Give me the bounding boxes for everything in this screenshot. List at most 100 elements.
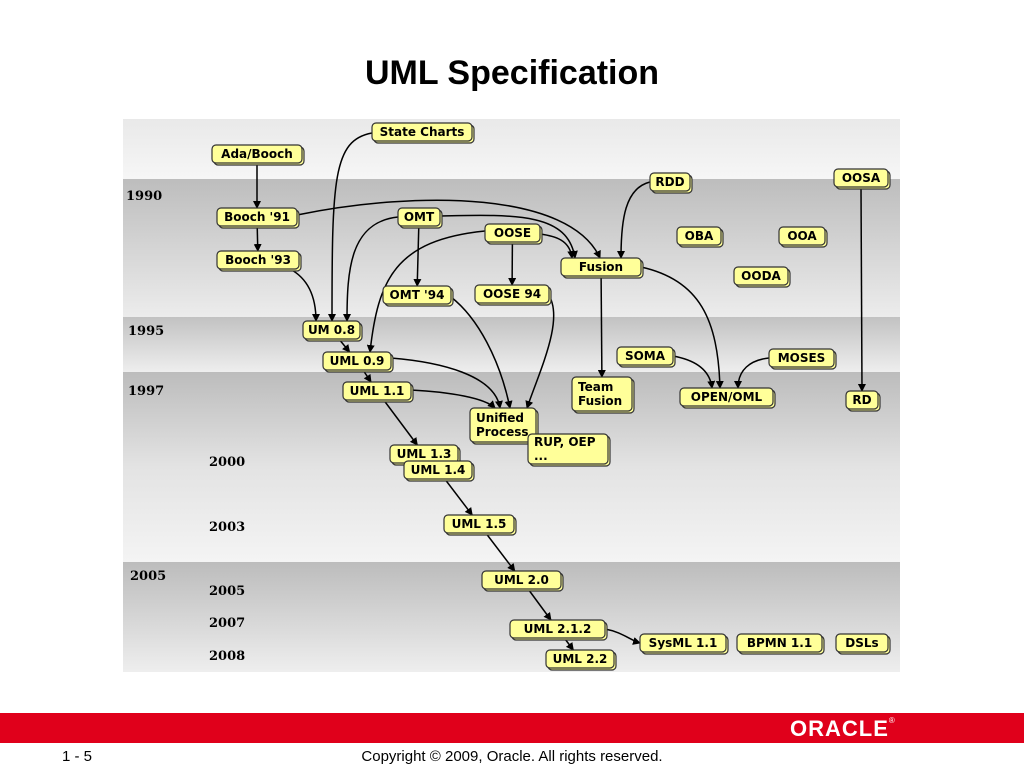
node-label: UML 0.9: [330, 354, 385, 368]
node-box: [649, 172, 691, 192]
node-box: [778, 226, 826, 246]
node-label: Process: [476, 425, 529, 439]
edge-oose-to-fusion: [539, 233, 576, 259]
edge-uml212-to-sysml: [604, 628, 641, 645]
node-box: [474, 284, 550, 304]
node-rup: RUP, OEP...: [527, 433, 611, 467]
edge-fusion-to-teamfusion: [597, 275, 606, 378]
node-box: [845, 390, 879, 410]
node-uml15: UML 1.5: [443, 514, 517, 536]
node-moses: MOSES: [768, 348, 837, 370]
edge-booch91-to-booch93: [253, 225, 262, 252]
node-oosa: OOSA: [833, 168, 891, 190]
node-booch91: Booch '91: [216, 207, 300, 229]
node-box: [736, 633, 823, 653]
year-label-y1990: 1990: [126, 189, 162, 204]
node-label: RDD: [655, 175, 684, 189]
edge-omt-to-um08: [343, 216, 399, 322]
node-label: OBA: [685, 229, 714, 243]
node-label: Booch '91: [224, 210, 290, 224]
node-statecharts: State Charts: [371, 122, 475, 144]
edge-uml11-to-unified: [410, 389, 496, 409]
node-label: UML 1.4: [411, 463, 466, 477]
node-label: Fusion: [579, 260, 623, 274]
node-box: [397, 207, 441, 227]
node-box: [676, 226, 722, 246]
node-label: UM 0.8: [308, 323, 355, 337]
node-label: MOSES: [778, 351, 826, 365]
node-booch93: Booch '93: [216, 250, 302, 272]
node-label: UML 1.1: [350, 384, 405, 398]
year-label-y2005a: 2005: [130, 569, 166, 584]
node-box: [371, 122, 473, 142]
node-label: UML 2.2: [553, 652, 608, 666]
node-box: [545, 649, 615, 669]
node-box: [216, 250, 300, 270]
node-label: OOSA: [842, 171, 881, 185]
node-label: OMT '94: [390, 288, 445, 302]
year-label-y2005b: 2005: [209, 584, 245, 599]
edge-oosa-to-rd: [857, 186, 866, 392]
node-box: [443, 514, 515, 534]
year-label-y1997: 1997: [128, 384, 164, 399]
node-uml13: UML 1.3: [389, 444, 461, 466]
edge-omt-to-omt94: [413, 225, 422, 287]
node-box: [639, 633, 727, 653]
node-box: [211, 144, 303, 164]
year-label-y2008: 2008: [209, 649, 245, 664]
node-box: [560, 257, 642, 277]
node-label: OOA: [787, 229, 817, 243]
year-label-y2007: 2007: [209, 616, 245, 631]
year-label-y1995: 1995: [128, 324, 164, 339]
node-box: [403, 460, 473, 480]
edge-omt94-to-unified: [450, 296, 513, 409]
node-label: Team: [578, 380, 613, 394]
oracle-logo: ORACLE®: [790, 716, 896, 742]
node-label: UML 2.0: [494, 573, 549, 587]
node-uml22: UML 2.2: [545, 649, 617, 671]
node-label: RD: [852, 393, 871, 407]
node-label: UML 2.1.2: [524, 622, 592, 636]
node-um08: UM 0.8: [302, 320, 363, 342]
node-ooa: OOA: [778, 226, 828, 248]
edge-uml11-to-uml13: [383, 399, 418, 446]
copyright-notice: Copyright © 2009, Oracle. All rights res…: [361, 748, 663, 765]
edge-soma-to-openoml: [672, 355, 716, 389]
node-label: OOSE 94: [483, 287, 541, 301]
node-ooda: OODA: [733, 266, 791, 288]
edge-statecharts-to-um08: [328, 132, 373, 322]
node-label: UML 1.5: [452, 517, 507, 531]
node-box: [322, 351, 392, 371]
edge-uml09-to-unified: [390, 357, 503, 409]
node-omt: OMT: [397, 207, 443, 229]
node-dsls: DSLs: [835, 633, 891, 655]
node-label: Ada/Booch: [221, 147, 293, 161]
node-box: [571, 376, 633, 412]
node-uml09: UML 0.9: [322, 351, 394, 373]
node-adabooch: Ada/Booch: [211, 144, 305, 166]
node-label: UML 1.3: [397, 447, 452, 461]
node-label: Booch '93: [225, 253, 291, 267]
edge-oose-to-uml09: [366, 230, 486, 353]
node-box: [342, 381, 412, 401]
edge-uml15-to-uml20: [485, 532, 516, 572]
edge-booch91-to-fusion: [296, 199, 601, 259]
node-label: OODA: [741, 269, 781, 283]
node-uml212: UML 2.1.2: [509, 619, 608, 641]
node-oose: OOSE: [484, 223, 543, 245]
node-box: [527, 433, 609, 465]
node-label: SOMA: [625, 349, 666, 363]
slide-title: UML Specification: [364, 54, 660, 92]
edge-fusion-to-openoml: [640, 266, 724, 389]
node-label: OOSE: [494, 226, 531, 240]
page-number: 1 - 5: [62, 748, 93, 765]
node-label: DSLs: [845, 636, 878, 650]
node-bpmn: BPMN 1.1: [736, 633, 825, 655]
year-label-y2003: 2003: [209, 520, 245, 535]
node-oba: OBA: [676, 226, 724, 248]
node-sysml: SysML 1.1: [639, 633, 729, 655]
node-box: [509, 619, 606, 639]
